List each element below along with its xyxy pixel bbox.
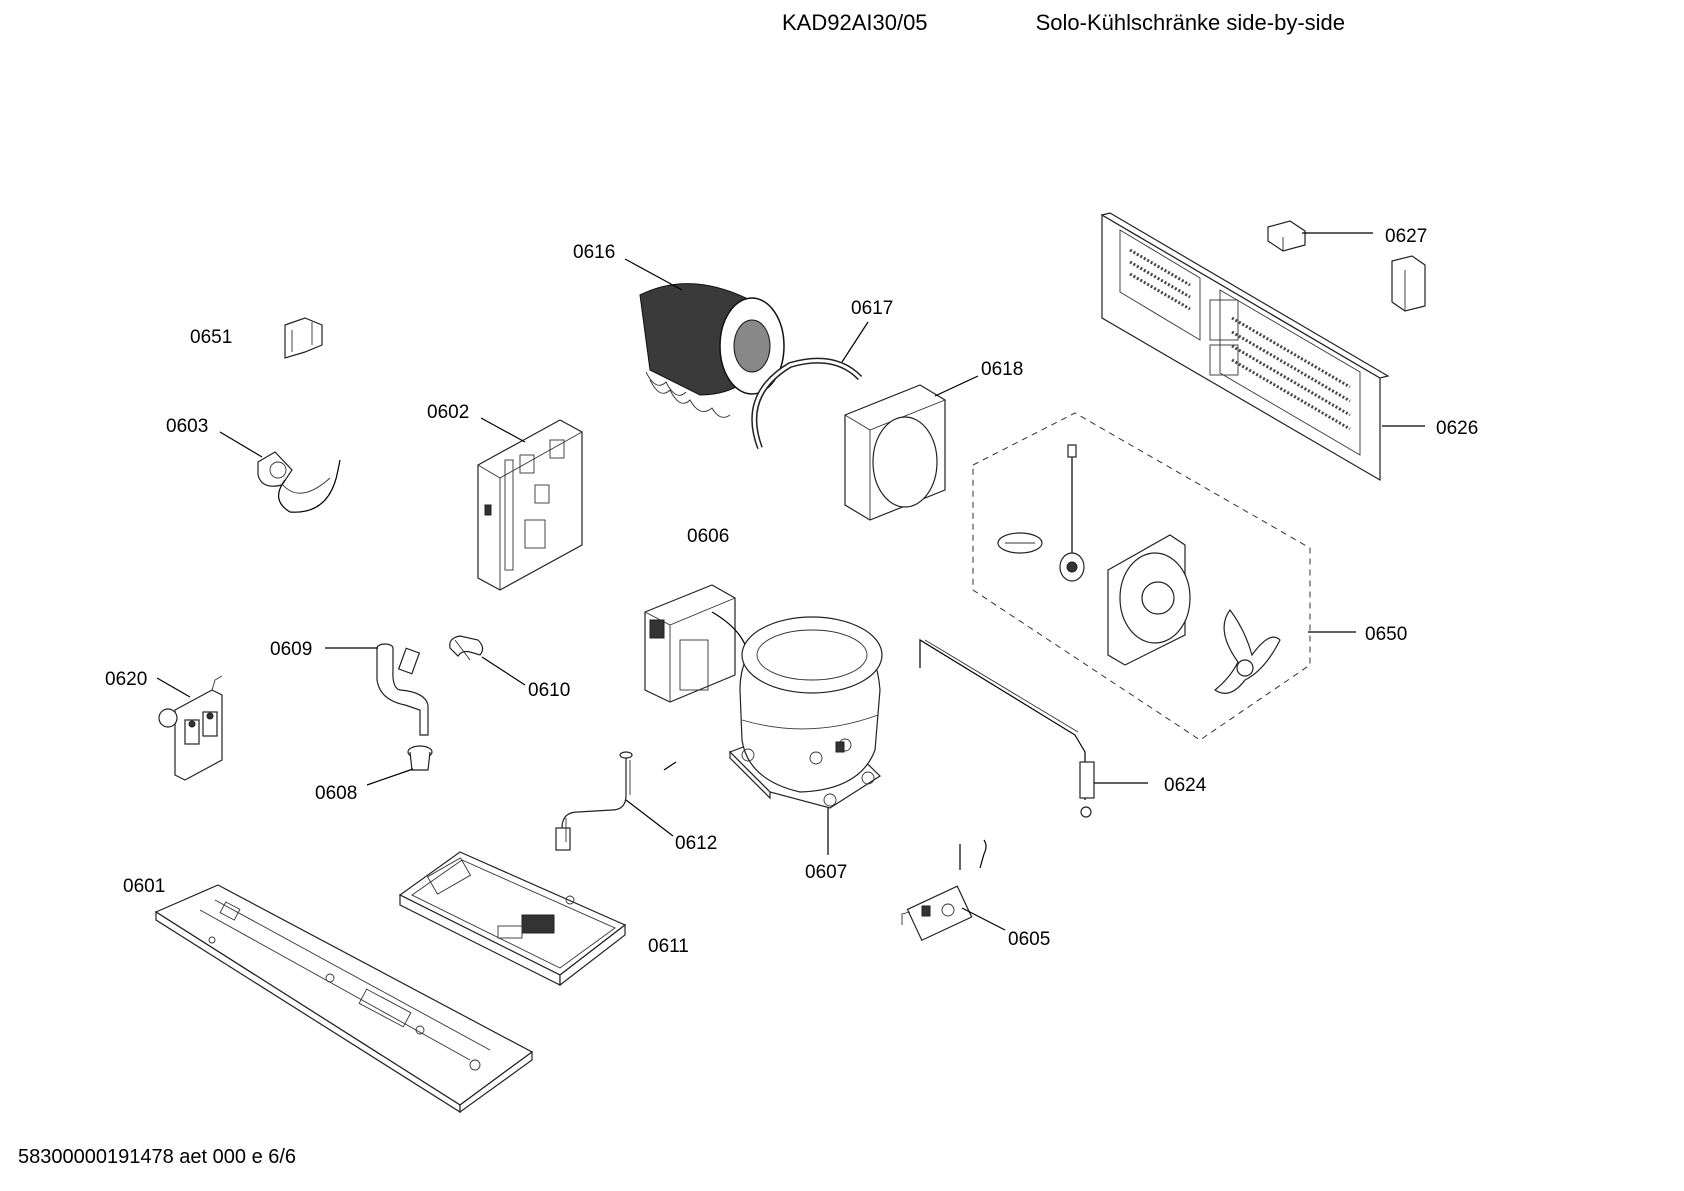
label-0605: 0605 bbox=[1008, 929, 1050, 950]
label-0617: 0617 bbox=[851, 298, 893, 319]
label-0626: 0626 bbox=[1436, 418, 1478, 439]
part-0610-clamp[interactable] bbox=[449, 635, 484, 661]
part-0612-drain-hose[interactable] bbox=[555, 751, 633, 851]
part-0651-clip[interactable] bbox=[284, 317, 323, 359]
label-0602: 0602 bbox=[427, 402, 469, 423]
label-0601: 0601 bbox=[123, 876, 165, 897]
part-0605-relay[interactable] bbox=[901, 839, 987, 942]
document-code: 58300000191478 aet 000 e 6/6 bbox=[18, 1146, 297, 1168]
part-0626-back-panel[interactable] bbox=[1100, 212, 1390, 482]
part-0650-fan-assembly[interactable] bbox=[972, 412, 1311, 741]
label-0607: 0607 bbox=[805, 862, 847, 883]
part-0607-compressor[interactable] bbox=[728, 616, 883, 809]
label-0603: 0603 bbox=[166, 416, 208, 437]
label-0609: 0609 bbox=[270, 639, 312, 660]
model-number: KAD92AI30/05 bbox=[782, 10, 928, 35]
part-0616-condenser[interactable] bbox=[639, 283, 785, 418]
part-0611-tray[interactable] bbox=[398, 851, 627, 987]
label-0612: 0612 bbox=[675, 833, 717, 854]
part-0602-bracket[interactable] bbox=[477, 419, 583, 591]
part-0608-grommet[interactable] bbox=[407, 745, 433, 771]
label-0608: 0608 bbox=[315, 783, 357, 804]
part-0606-electronic-box[interactable] bbox=[644, 584, 750, 703]
leader-lines bbox=[156, 232, 1425, 931]
label-0620: 0620 bbox=[105, 669, 147, 690]
label-0618: 0618 bbox=[981, 359, 1023, 380]
part-0624-wire-bracket[interactable] bbox=[919, 638, 1095, 818]
part-screw bbox=[663, 761, 677, 771]
label-0616: 0616 bbox=[573, 242, 615, 263]
label-0624: 0624 bbox=[1164, 775, 1207, 796]
label-0606: 0606 bbox=[687, 526, 729, 547]
part-0627-connectors[interactable] bbox=[1267, 220, 1426, 312]
label-0651: 0651 bbox=[190, 327, 232, 348]
part-0618-fan-shroud[interactable] bbox=[844, 384, 946, 521]
part-0609-drain-tube[interactable] bbox=[376, 643, 429, 736]
label-0627: 0627 bbox=[1385, 226, 1427, 247]
part-0601-base-plate[interactable] bbox=[154, 884, 534, 1114]
diagram-title: Solo-Kühlschränke side-by-side bbox=[1035, 10, 1345, 35]
label-0650: 0650 bbox=[1365, 624, 1407, 645]
part-0620-water-valve[interactable] bbox=[158, 675, 223, 781]
part-0603-motor[interactable] bbox=[257, 451, 341, 513]
label-0611: 0611 bbox=[648, 936, 689, 957]
label-0610: 0610 bbox=[528, 680, 570, 701]
part-0617-ring[interactable] bbox=[751, 357, 863, 450]
